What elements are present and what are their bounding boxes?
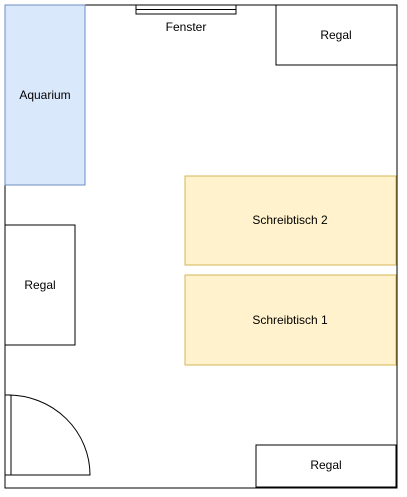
shelf-left[interactable]: Regal bbox=[4, 224, 76, 346]
shelf-left-label: Regal bbox=[24, 278, 55, 292]
window-label: Fenster bbox=[166, 20, 207, 34]
shelf-top-right-box bbox=[275, 4, 398, 66]
window: Fenster bbox=[135, 4, 237, 34]
desk-1-label: Schreibtisch 1 bbox=[252, 313, 328, 327]
aquarium-box bbox=[4, 4, 86, 186]
shelf-top-right[interactable]: Regal bbox=[275, 4, 398, 66]
door-swing-icon[interactable] bbox=[4, 394, 91, 476]
shelf-bottom-right-label: Regal bbox=[310, 458, 341, 472]
desk-2-label: Schreibtisch 2 bbox=[252, 213, 328, 227]
desk-1-box bbox=[184, 274, 397, 366]
shelf-bottom-right-box bbox=[255, 444, 397, 488]
door-swing-arc bbox=[7, 394, 91, 476]
shelf-top-right-label: Regal bbox=[320, 28, 351, 42]
shelf-bottom-right[interactable]: Regal bbox=[255, 444, 397, 488]
desk-1[interactable]: Schreibtisch 1 bbox=[184, 274, 397, 366]
aquarium[interactable]: Aquarium bbox=[4, 4, 86, 186]
door-leaf bbox=[4, 394, 12, 476]
shelf-left-box bbox=[4, 224, 76, 346]
aquarium-label: Aquarium bbox=[19, 88, 70, 102]
desk-2[interactable]: Schreibtisch 2 bbox=[184, 175, 397, 266]
desk-2-box bbox=[184, 175, 397, 266]
